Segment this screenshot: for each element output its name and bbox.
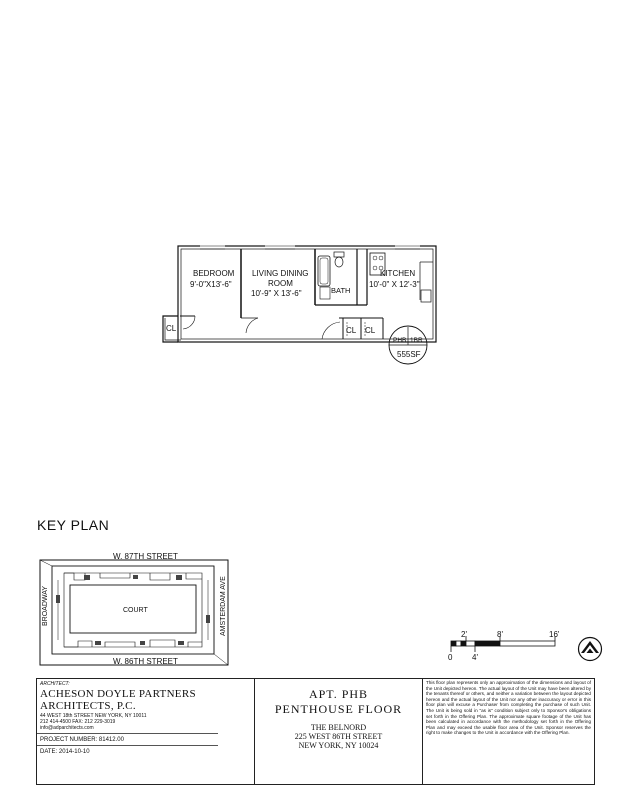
key-court-label: COURT bbox=[123, 607, 148, 614]
unit-title: APT. PHB PENTHOUSE FLOOR THE BELNORD 225… bbox=[255, 687, 422, 750]
kitchen-label: KITCHEN bbox=[380, 269, 415, 278]
unit-tag-unit: PHB bbox=[393, 337, 406, 344]
kitchen-dimensions: 10'-0" X 12'-3" bbox=[369, 280, 420, 289]
firm-name-line1: ACHESON DOYLE PARTNERS bbox=[40, 688, 196, 700]
title-block-rule bbox=[37, 733, 218, 734]
architect-contact: 44 WEST 18th STREET NEW YORK, NY 10011 2… bbox=[40, 713, 218, 731]
scale-bar: 2' 8' 16' 0 4' bbox=[448, 630, 560, 662]
architect-firm: ACHESON DOYLE PARTNERS ARCHITECTS, P.C. bbox=[40, 688, 196, 712]
living-dimensions: 10'-9" X 13'-6" bbox=[251, 289, 302, 298]
firm-name-line2: ARCHITECTS, P.C. bbox=[40, 700, 136, 712]
title-block-divider bbox=[254, 679, 255, 784]
scale-label-4ft: 4' bbox=[472, 653, 478, 662]
key-west-street: BROADWAY bbox=[42, 586, 49, 626]
key-plan-map: W. 87TH STREET W. 86TH STREET BROADWAY A… bbox=[39, 552, 229, 666]
bath-label: BATH bbox=[331, 286, 350, 295]
key-south-street: W. 86TH STREET bbox=[113, 657, 178, 666]
key-east-street: AMSTERDAM AVE bbox=[220, 576, 227, 636]
architect-phone: 212 414-4500 FAX: 212 229-3019 bbox=[40, 719, 116, 725]
scale-label-2ft: 2' bbox=[461, 630, 467, 639]
architect-address: 44 WEST 18th STREET NEW YORK, NY 10011 bbox=[40, 713, 147, 719]
living-label-room: ROOM bbox=[268, 279, 293, 288]
north-arrow-icon bbox=[577, 636, 603, 662]
project-number: PROJECT NUMBER: 81412.00 bbox=[40, 737, 124, 743]
floor-name: PENTHOUSE FLOOR bbox=[274, 702, 403, 716]
building-street: 225 WEST 86TH STREET bbox=[294, 732, 383, 741]
closet-label-right: CL bbox=[365, 326, 376, 335]
bedroom-label: BEDROOM bbox=[193, 269, 235, 278]
scale-label-8ft: 8' bbox=[497, 630, 503, 639]
building-city: NEW YORK, NY 10024 bbox=[298, 741, 379, 750]
scale-label-0: 0 bbox=[448, 653, 453, 662]
closet-label-left: CL bbox=[166, 324, 177, 333]
key-north-street: W. 87TH STREET bbox=[113, 552, 178, 561]
apartment-number: APT. PHB bbox=[308, 687, 369, 701]
title-block-rule bbox=[37, 745, 218, 746]
building-name: THE BELNORD bbox=[310, 723, 367, 732]
bedroom-dimensions: 9'-0"X13'-6" bbox=[190, 280, 232, 289]
unit-tag-type: 1BR bbox=[410, 337, 423, 344]
living-label: LIVING DINING bbox=[252, 269, 308, 278]
floor-plan: BEDROOM 9'-0"X13'-6" LIVING DINING ROOM … bbox=[162, 244, 437, 365]
unit-tag-area: 555SF bbox=[397, 350, 421, 359]
scale-label-16ft: 16' bbox=[549, 630, 560, 639]
closet-label-mid: CL bbox=[346, 326, 357, 335]
architect-email: info@adparchitects.com bbox=[40, 725, 94, 731]
architect-label: ARCHITECT: bbox=[40, 681, 70, 687]
title-block-divider bbox=[422, 679, 423, 784]
title-block: ARCHITECT: ACHESON DOYLE PARTNERS ARCHIT… bbox=[36, 678, 595, 785]
key-plan-title: KEY PLAN bbox=[37, 517, 110, 533]
disclaimer-text: This floor plan represents only an appro… bbox=[426, 680, 591, 736]
drawing-date: DATE: 2014-10-10 bbox=[40, 749, 90, 755]
